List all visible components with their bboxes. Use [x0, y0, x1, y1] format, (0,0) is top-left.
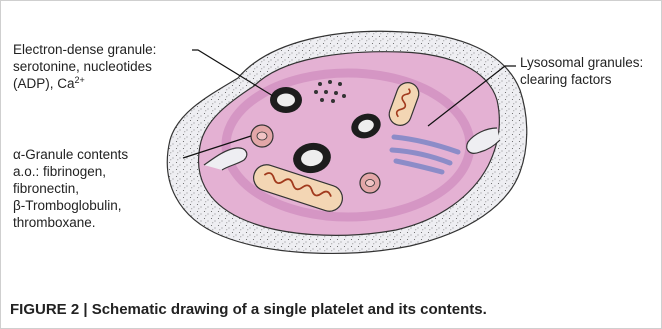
label-lysosomal-granules: Lysosomal granules: clearing factors: [520, 54, 643, 88]
label-alpha-line5: thromboxane.: [13, 214, 128, 231]
label-dense-line3: (ADP), Ca2+: [13, 75, 156, 92]
label-lyso-line2: clearing factors: [520, 71, 643, 88]
label-alpha-granule: α-Granule contents a.o.: fibrinogen, fib…: [13, 146, 128, 231]
label-dense-line3-sup: 2+: [75, 75, 85, 85]
label-dense-line2: serotonine, nucleotides: [13, 58, 156, 75]
label-alpha-line1: α-Granule contents: [13, 146, 128, 163]
alpha-granule-2: [360, 173, 380, 193]
label-dense-granule: Electron-dense granule: serotonine, nucl…: [13, 41, 156, 92]
dense-granule-1: [270, 87, 302, 113]
label-alpha-line2: a.o.: fibrinogen,: [13, 163, 128, 180]
label-dense-line1: Electron-dense granule:: [13, 41, 156, 58]
label-dense-line3-main: (ADP), Ca: [13, 76, 75, 91]
label-alpha-line3: fibronectin,: [13, 180, 128, 197]
label-alpha-line4: β-Tromboglobulin,: [13, 197, 128, 214]
alpha-granule-1: [251, 125, 273, 147]
label-lyso-line1: Lysosomal granules:: [520, 54, 643, 71]
figure-caption: FIGURE 2 | Schematic drawing of a single…: [10, 301, 487, 318]
